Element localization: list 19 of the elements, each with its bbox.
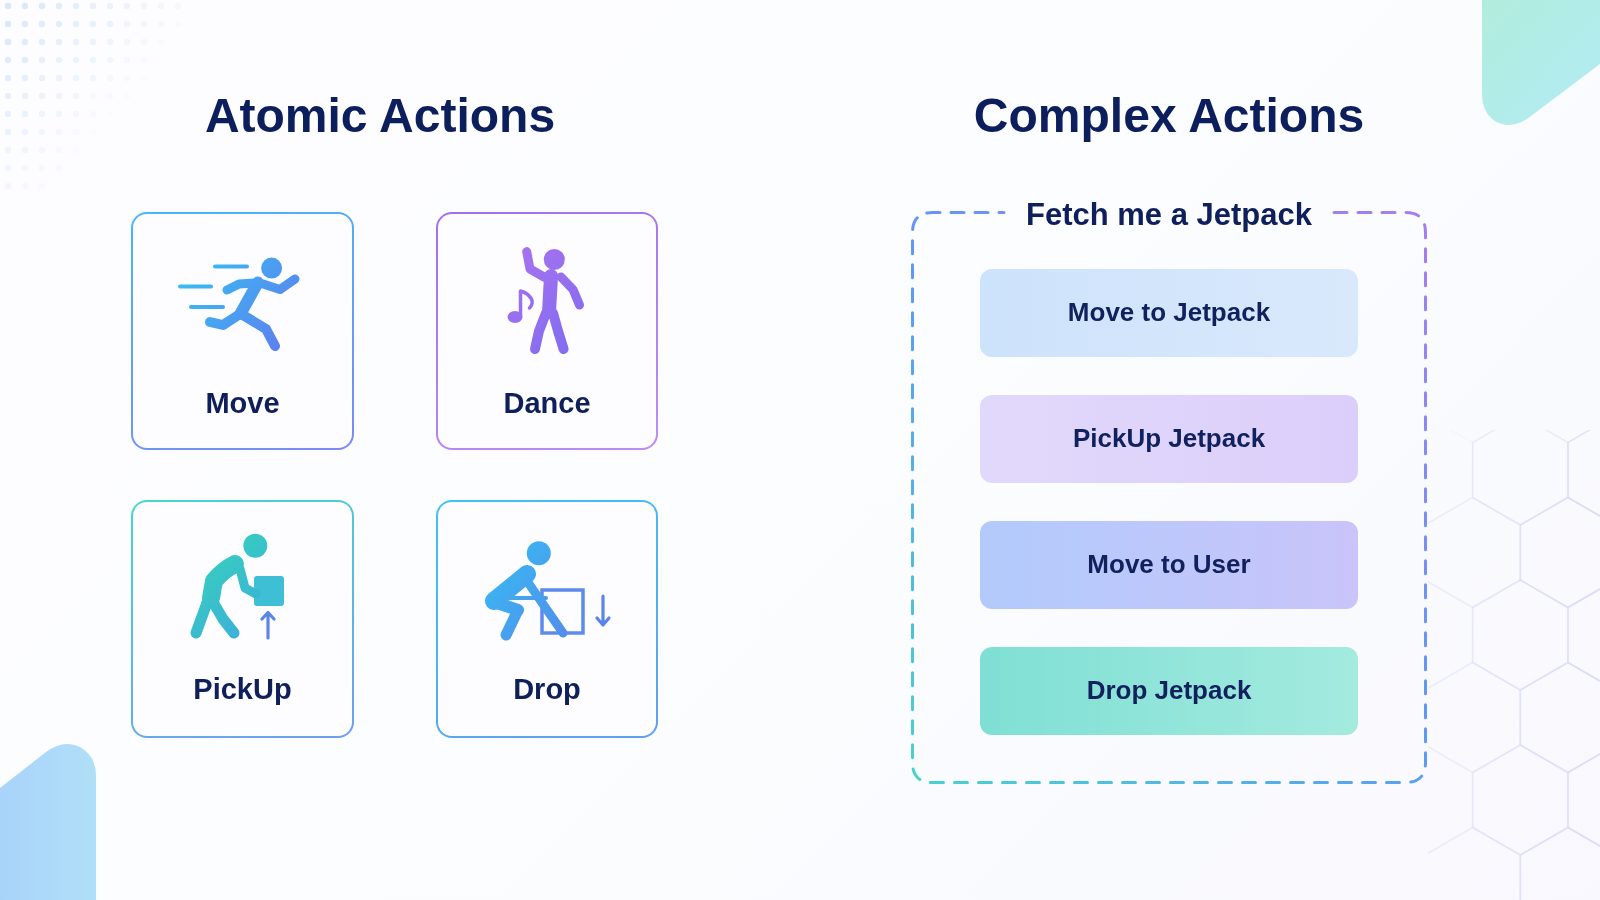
action-step: [980, 269, 1358, 357]
action-label: PickUp: [193, 673, 292, 707]
action-card: [436, 500, 658, 738]
step-label: Move to Jetpack: [1067, 298, 1271, 328]
step-label: PickUp Jetpack: [1072, 424, 1266, 454]
action-card: [131, 212, 354, 450]
action-step: [980, 521, 1358, 609]
action-step: [980, 395, 1358, 483]
action-card: [436, 212, 658, 450]
action-label: Move: [205, 387, 280, 421]
action-label: Dance: [503, 387, 591, 421]
section-heading: Atomic Actions: [204, 88, 556, 144]
step-label: Move to User: [1087, 550, 1251, 580]
action-label: Drop: [513, 673, 581, 707]
section-heading: Complex Actions: [973, 88, 1365, 144]
action-step: [980, 647, 1358, 735]
group-title: Fetch me a Jetpack: [1026, 197, 1312, 233]
action-card: [131, 500, 354, 738]
step-label: Drop Jetpack: [1086, 676, 1252, 706]
